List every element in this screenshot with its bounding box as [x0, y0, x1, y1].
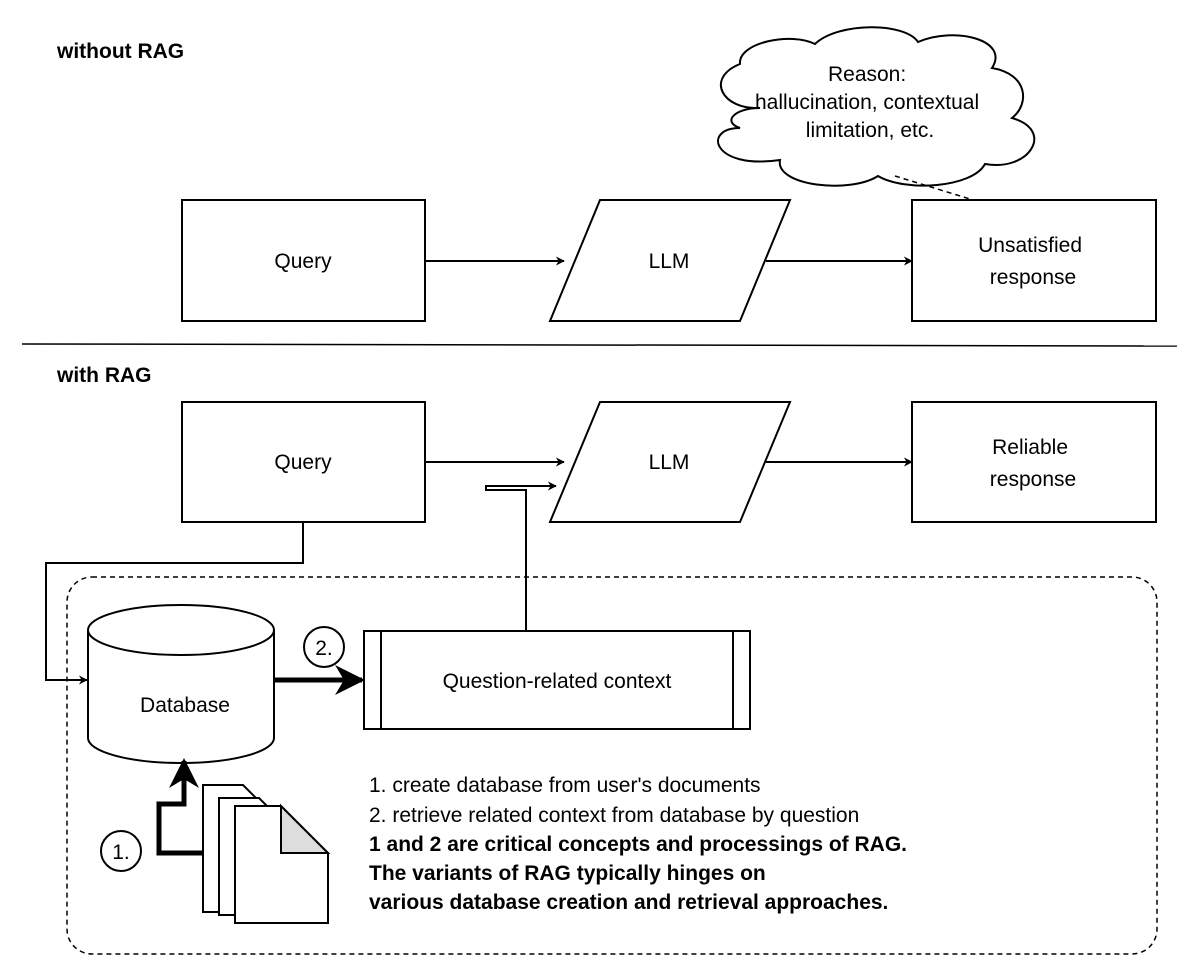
llm-box-without-rag	[548, 199, 792, 322]
reason-connector	[894, 175, 971, 200]
reason-text: Reason: hallucination, contextual limita…	[755, 63, 985, 142]
section-label-without-rag: without RAG	[56, 40, 184, 63]
reason-line-3: limitation, etc.	[806, 119, 934, 142]
note-line-4: The variants of RAG typically hinges on	[369, 862, 766, 885]
query-box-without-rag	[181, 199, 426, 322]
arrow-create-step-1	[156, 758, 203, 856]
response-text-with-rag: Reliable response	[990, 436, 1076, 491]
llm-box-with-rag	[548, 401, 792, 523]
response-text-without-rag: Unsatisfied response	[978, 234, 1088, 289]
reason-line-1: Reason:	[828, 63, 906, 86]
documents-stack-icon	[202, 784, 331, 924]
response-line-2: response	[990, 266, 1076, 289]
note-line-2: 2. retrieve related context from databas…	[369, 804, 859, 827]
step-1-circle	[100, 830, 142, 872]
note-line-5: various database creation and retrieval …	[369, 891, 888, 914]
arrow-query-to-database	[45, 522, 304, 685]
llm-label-with-rag: LLM	[649, 451, 690, 474]
database-label: Database	[140, 694, 230, 717]
response-line-1: Unsatisfied	[978, 234, 1082, 257]
response-line-1: Reliable	[992, 436, 1068, 459]
reason-cloud: Reason: hallucination, contextual limita…	[717, 26, 1036, 187]
context-box	[363, 630, 751, 730]
note-line-3: 1 and 2 are critical concepts and proces…	[369, 833, 907, 856]
section-label-with-rag: with RAG	[56, 364, 152, 387]
note-line-1: 1. create database from user's documents	[369, 774, 761, 797]
query-label-with-rag: Query	[274, 451, 332, 474]
reason-line-2: hallucination, contextual	[755, 91, 979, 114]
llm-label-without-rag: LLM	[649, 250, 690, 273]
step-2-label: 2.	[315, 637, 333, 660]
step-1-label: 1.	[112, 841, 130, 864]
response-box-without-rag	[911, 199, 1157, 322]
arrow-context-to-llm	[485, 481, 557, 631]
database-cylinder	[87, 604, 275, 764]
section-divider	[21, 343, 1178, 347]
query-label-without-rag: Query	[274, 250, 332, 273]
response-box-with-rag	[911, 401, 1157, 523]
rag-process-container	[66, 576, 1158, 955]
response-line-2: response	[990, 468, 1076, 491]
step-2-circle	[303, 626, 345, 668]
context-label: Question-related context	[443, 670, 672, 693]
